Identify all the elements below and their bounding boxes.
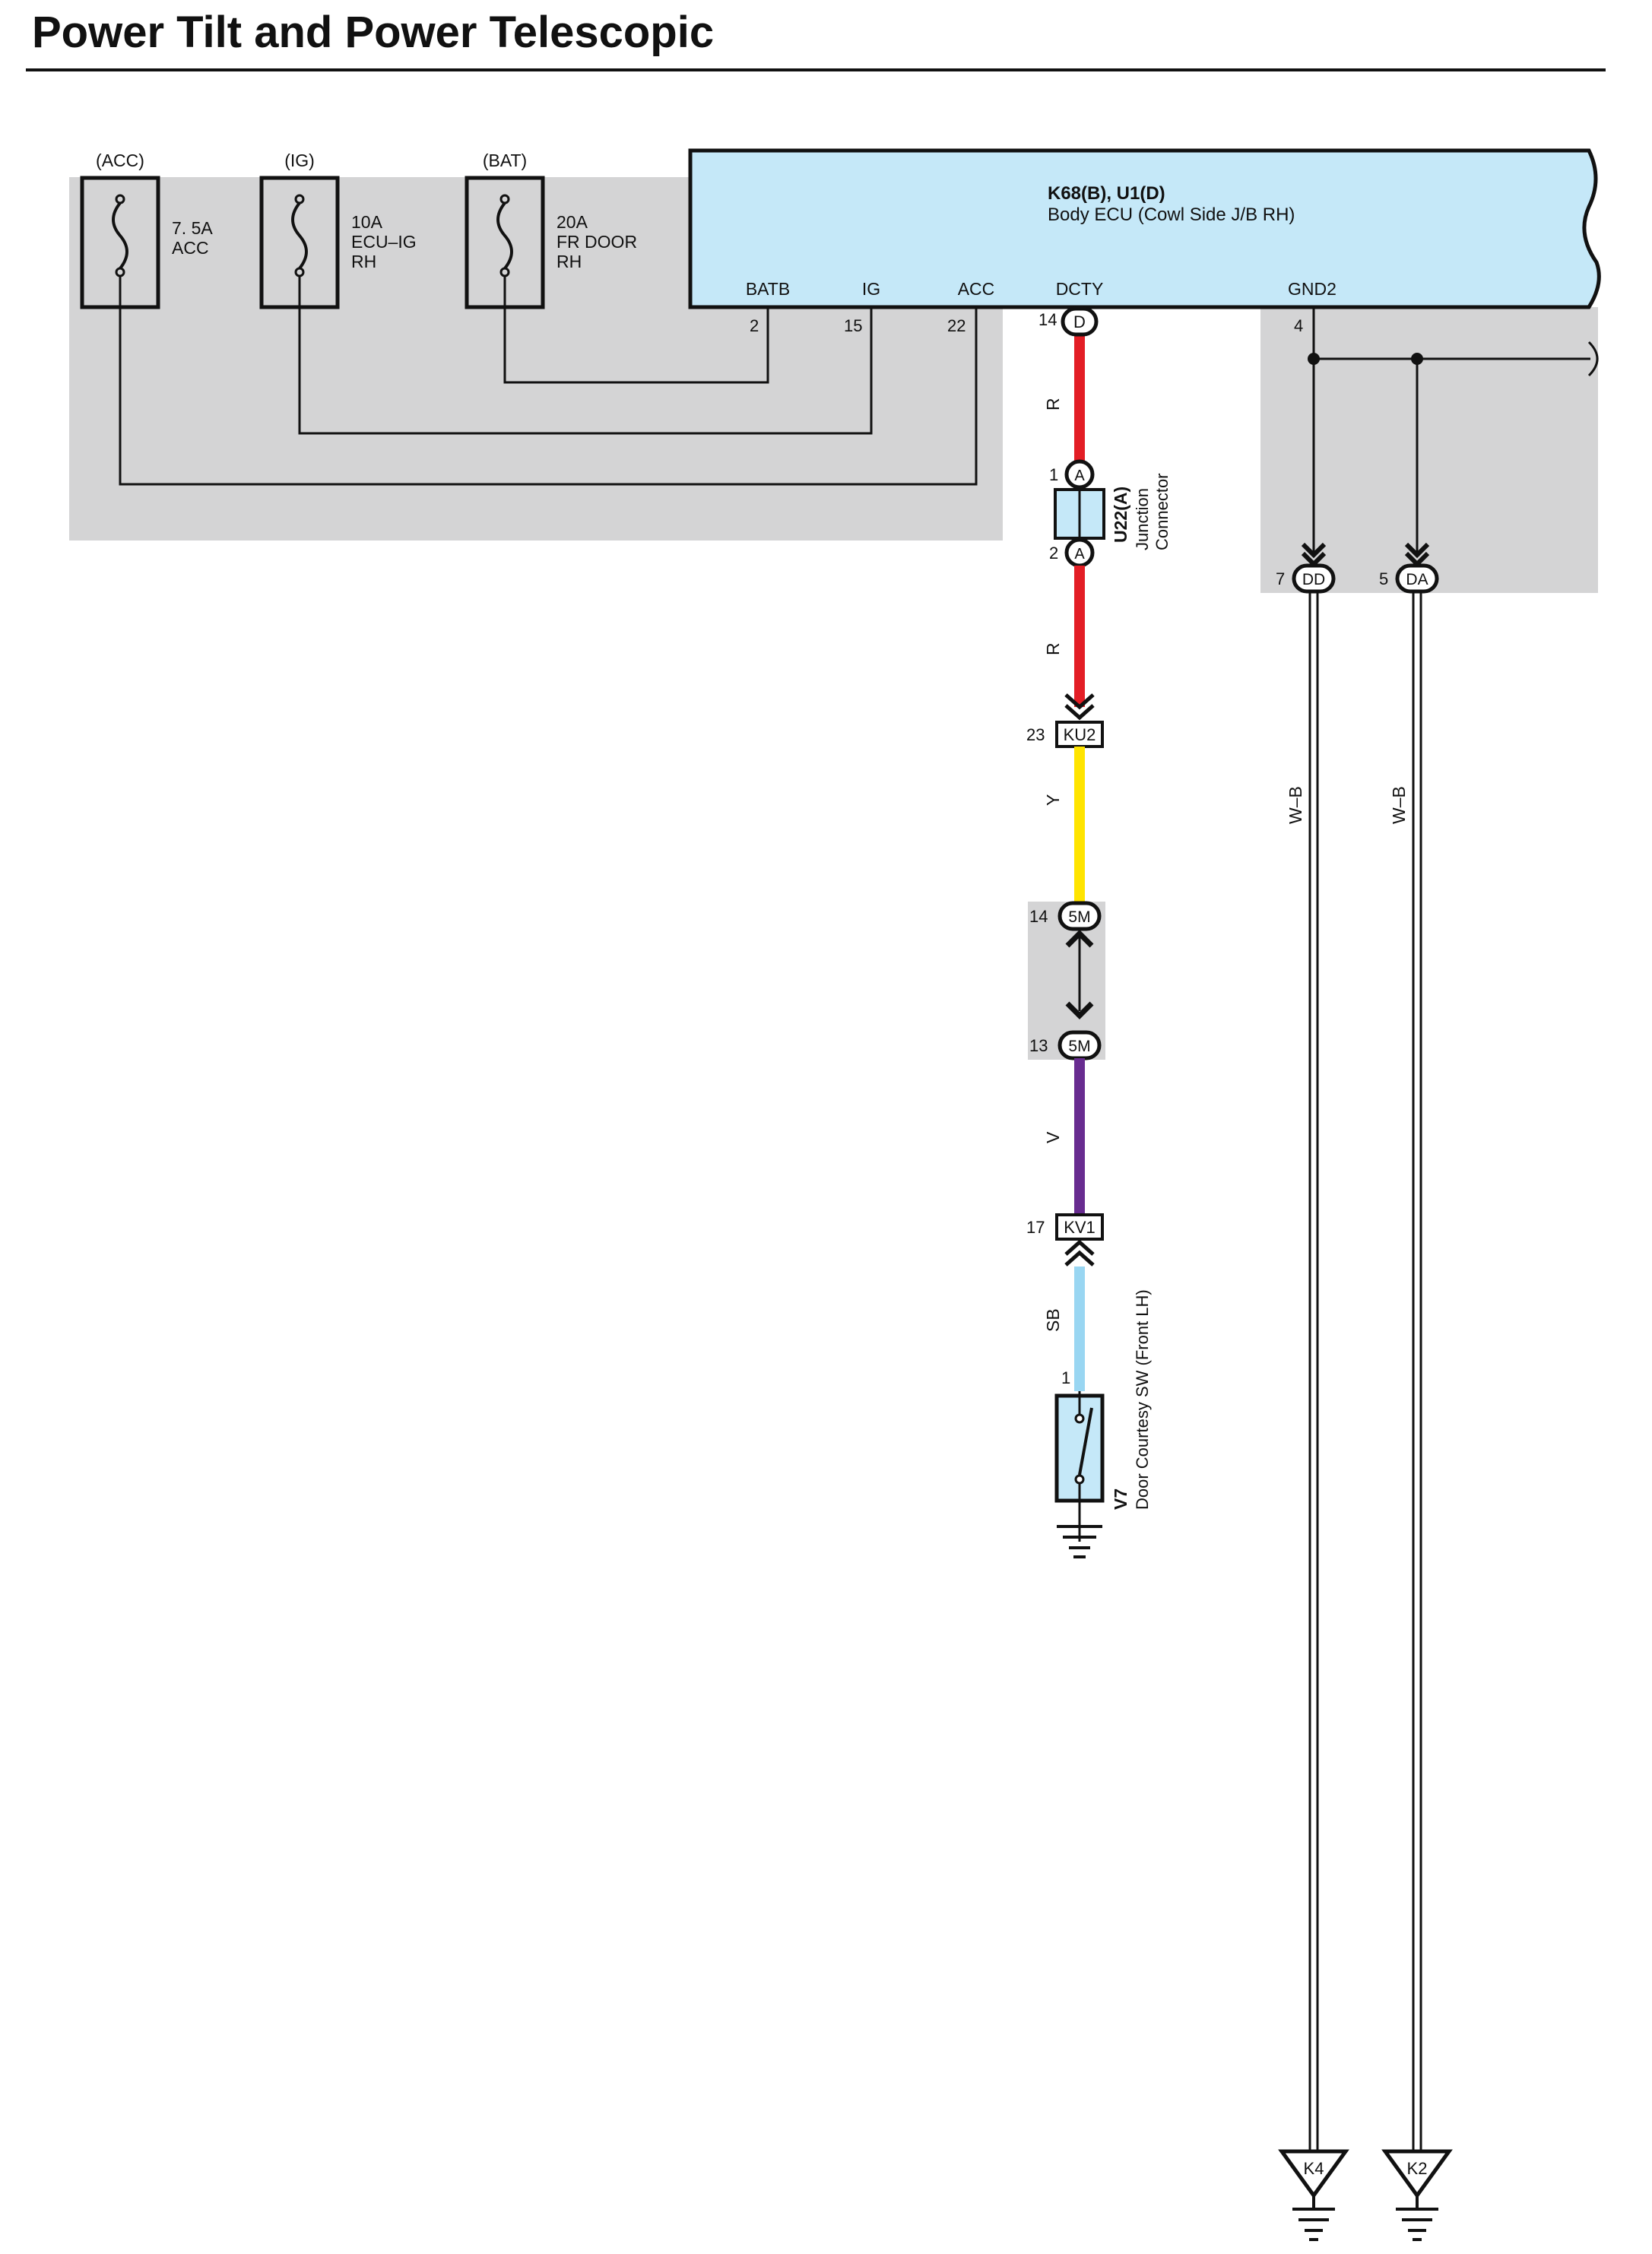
- terminal-batb-label: BATB: [746, 279, 790, 299]
- fuse-acc-name: ACC: [172, 238, 209, 258]
- pin-gnd2: 4: [1294, 316, 1303, 335]
- wire-acc: [119, 276, 978, 486]
- junction-pin-2-num: 2: [1049, 544, 1058, 563]
- switch-code: V7: [1111, 1488, 1130, 1510]
- wire-wb-2: [1412, 591, 1422, 2151]
- switch-name: Door Courtesy SW (Front LH): [1133, 1289, 1152, 1510]
- wire-ig: [298, 276, 873, 435]
- wire-color-sb: SB: [1043, 1308, 1063, 1332]
- junction-name2: Connector: [1153, 473, 1172, 550]
- connector-arrow-ku2: [1064, 693, 1095, 721]
- connector-dd-label: DD: [1302, 571, 1325, 588]
- pin-batb: 2: [750, 316, 759, 335]
- wire-color-wb2: W–B: [1389, 786, 1409, 824]
- ground-symbol-switch: [1057, 1525, 1102, 1558]
- junction-pin-1: [1064, 459, 1095, 490]
- connector-5m-top-label: 5M: [1068, 908, 1090, 926]
- junction-pin-1-conn: A: [1074, 468, 1085, 484]
- connector-dd: [1292, 563, 1336, 594]
- fuse-acc-source: (ACC): [96, 151, 144, 170]
- fuse-ig-source: (IG): [284, 151, 315, 170]
- fuse-ig-name2: RH: [351, 252, 376, 271]
- ecu-name: Body ECU (Cowl Side J/B RH): [1048, 204, 1295, 225]
- connector-kv1-pin: 17: [1026, 1218, 1045, 1237]
- wire-batb: [503, 276, 769, 384]
- fuse-bat-name2: RH: [556, 252, 582, 271]
- ecu-connector-d-label: D: [1073, 312, 1086, 331]
- body-ecu-box: [688, 148, 1601, 309]
- ground-point-k2: K2: [1381, 2149, 1453, 2241]
- ecu-connector-d: [1061, 306, 1099, 337]
- connector-5m-top-pin: 14: [1029, 907, 1048, 926]
- wire-wb-1: [1308, 591, 1319, 2151]
- junction-pin-1-num: 1: [1049, 465, 1058, 484]
- connector-ku2-pin: 23: [1026, 725, 1045, 744]
- connector-da: [1395, 563, 1439, 594]
- connector-da-pin: 5: [1379, 569, 1388, 588]
- connector-kv1: [1055, 1213, 1104, 1241]
- ecu-code: K68(B), U1(D): [1048, 183, 1165, 204]
- connector-da-label: DA: [1406, 571, 1428, 588]
- terminal-gnd2-label: GND2: [1288, 279, 1337, 299]
- fuse-ig-name1: ECU–IG: [351, 232, 417, 252]
- fuse-bat-rating: 20A: [556, 212, 588, 232]
- connector-5m-bottom-label: 5M: [1068, 1038, 1090, 1055]
- fuse-bat-source: (BAT): [483, 151, 527, 170]
- pin-dcty: 14: [1038, 310, 1057, 329]
- wire-color-v: V: [1043, 1131, 1063, 1143]
- wire-color-wb1: W–B: [1286, 786, 1305, 824]
- fuse-bat-name1: FR DOOR: [556, 232, 637, 252]
- fuse-ig-rating: 10A: [351, 212, 383, 232]
- ground-k2-label: K2: [1407, 2159, 1428, 2178]
- switch-contact: [1078, 1407, 1093, 1476]
- ground-k4-label: K4: [1304, 2159, 1324, 2178]
- wire-color-r1: R: [1043, 398, 1063, 411]
- junction-code: U22(A): [1111, 487, 1130, 543]
- wire-color-y: Y: [1043, 794, 1063, 806]
- fuse-acc: (ACC) 7. 5A ACC: [80, 151, 213, 309]
- junction-name1: Junction: [1133, 488, 1152, 550]
- fuse-ecu-ig-rh: (IG) 10A ECU–IG RH: [259, 151, 417, 309]
- page-title: Power Tilt and Power Telescopic: [32, 8, 714, 57]
- connector-5m-top: [1057, 901, 1102, 931]
- pin-ig: 15: [844, 316, 862, 335]
- wire-color-r2: R: [1043, 642, 1063, 655]
- connector-dd-pin: 7: [1276, 569, 1285, 588]
- connector-kv1-label: KV1: [1064, 1218, 1096, 1237]
- switch-pin: 1: [1061, 1368, 1070, 1387]
- terminal-acc-label: ACC: [958, 279, 995, 299]
- pin-acc: 22: [947, 316, 966, 335]
- junction-pin-2-conn: A: [1074, 546, 1085, 563]
- terminal-dcty-label: DCTY: [1056, 279, 1104, 299]
- fuse-acc-rating: 7. 5A: [172, 218, 213, 238]
- connector-arrow-kv1: [1064, 1239, 1095, 1266]
- terminal-ig-label: IG: [862, 279, 880, 299]
- ground-point-k4: K4: [1278, 2149, 1349, 2241]
- connector-ku2-label: KU2: [1064, 725, 1096, 744]
- splice-point-1: [1308, 353, 1320, 365]
- connector-5m-bottom-pin: 13: [1029, 1036, 1048, 1055]
